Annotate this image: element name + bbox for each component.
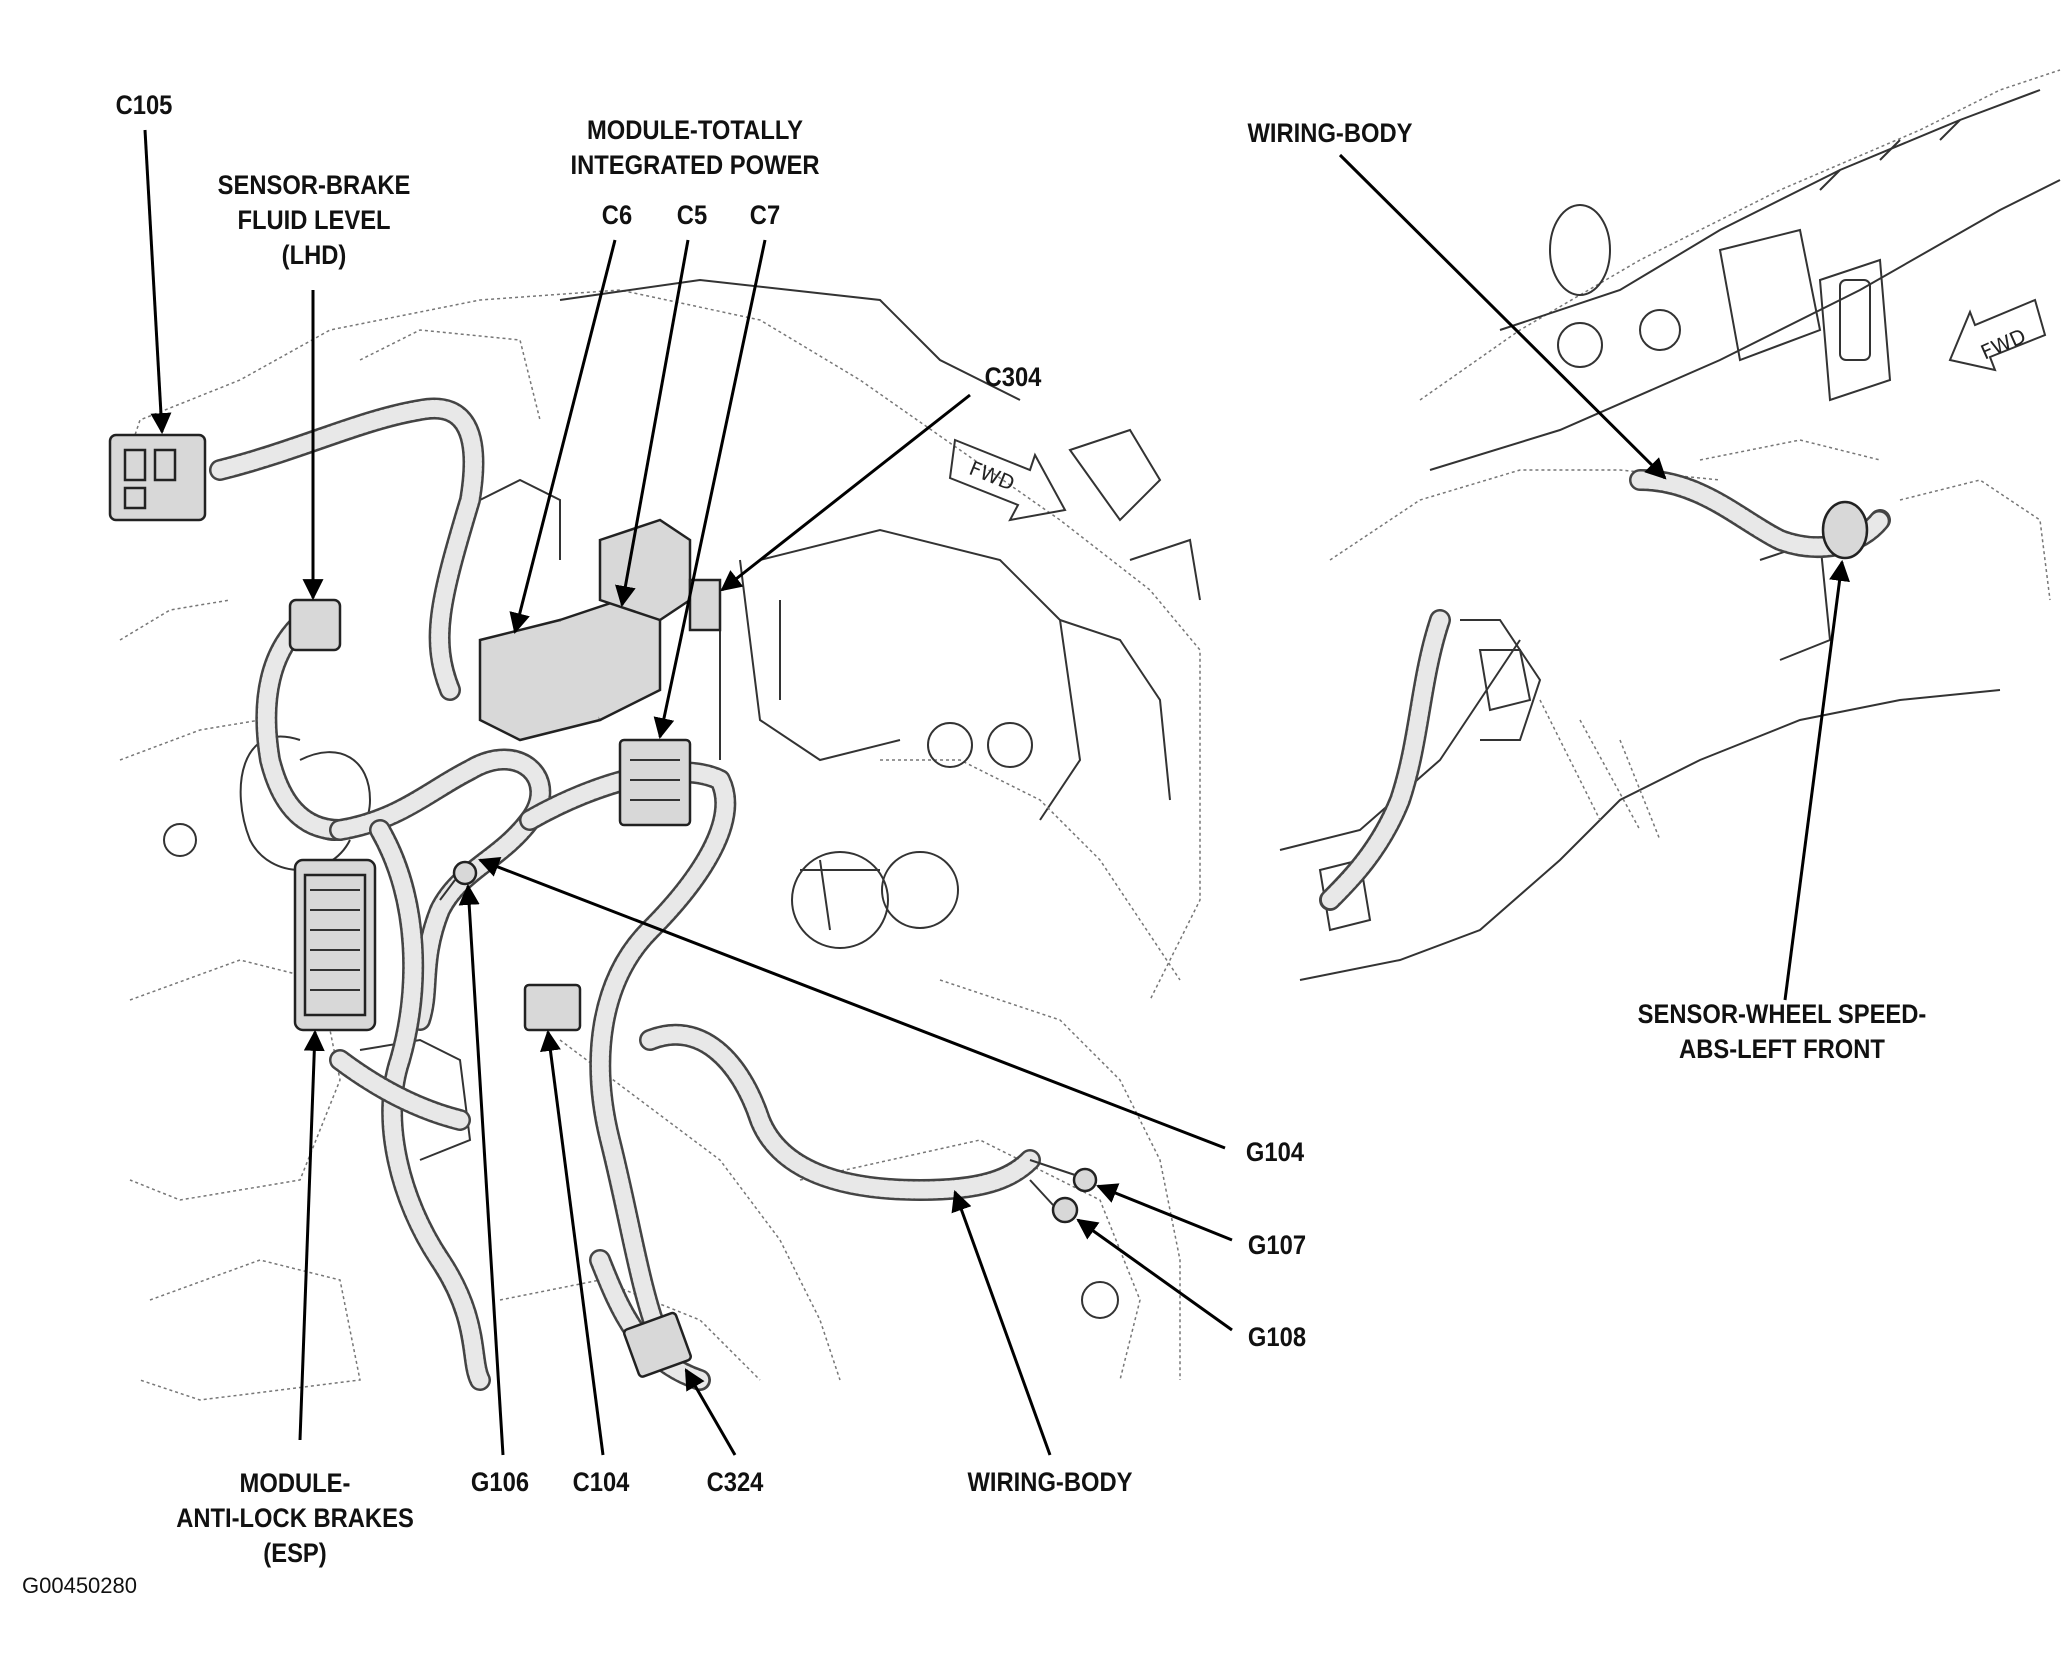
label-brake-fluid-level-sensor: SENSOR-BRAKE FLUID LEVEL (LHD) bbox=[217, 170, 411, 270]
left-harness bbox=[209, 397, 1041, 1391]
leader-c104 bbox=[540, 1029, 605, 1456]
g108-ground-eyelet bbox=[1029, 1179, 1079, 1224]
label-c5: C5 bbox=[676, 200, 708, 230]
c304-connector bbox=[688, 578, 722, 632]
c7-connector bbox=[618, 738, 692, 827]
leader-g108 bbox=[1076, 1218, 1233, 1332]
label-c104: C104 bbox=[572, 1467, 630, 1497]
leader-c5 bbox=[615, 239, 690, 608]
c324-connector bbox=[622, 1311, 692, 1378]
label-wiring-body-bottom: WIRING-BODY bbox=[967, 1467, 1133, 1497]
label-c105: C105 bbox=[115, 90, 173, 120]
label-c324: C324 bbox=[706, 1467, 764, 1497]
label-c7: C7 bbox=[749, 200, 781, 230]
leader-c324 bbox=[684, 1368, 737, 1456]
label-anti-lock-brakes-module: MODULE- ANTI-LOCK BRAKES (ESP) bbox=[176, 1468, 414, 1568]
leader-c6 bbox=[509, 239, 617, 635]
leader-c105 bbox=[143, 129, 172, 435]
leader-g106 bbox=[458, 883, 505, 1456]
g107-ground-eyelet bbox=[1029, 1159, 1098, 1193]
c104-connector bbox=[523, 983, 582, 1032]
label-totally-integrated-power-module: MODULE-TOTALLY INTEGRATED POWER bbox=[570, 115, 820, 180]
label-g106: G106 bbox=[470, 1467, 530, 1497]
label-g107: G107 bbox=[1247, 1230, 1307, 1260]
right-body-structure: FWD bbox=[1279, 69, 2061, 981]
leader-abs-module bbox=[298, 1029, 325, 1441]
wheel-speed-sensor-connector bbox=[1821, 500, 1869, 560]
svg-text:FWD: FWD bbox=[1977, 324, 2029, 365]
label-g104: G104 bbox=[1245, 1137, 1305, 1167]
leader-wheel-speed-sensor bbox=[1783, 559, 1850, 1001]
tipm-block bbox=[478, 518, 722, 827]
leader-lines bbox=[143, 129, 1850, 1456]
fwd-arrow-left: FWD bbox=[948, 438, 1067, 522]
label-g108: G108 bbox=[1247, 1322, 1307, 1352]
label-wiring-body-top: WIRING-BODY bbox=[1247, 118, 1413, 148]
leader-g104 bbox=[478, 857, 1226, 1150]
leader-g107 bbox=[1096, 1183, 1233, 1242]
brake-fluid-sensor-connector bbox=[288, 598, 342, 652]
fwd-arrow-right: FWD bbox=[1948, 298, 2047, 372]
left-components: FWD bbox=[108, 433, 1098, 1378]
label-c304: C304 bbox=[984, 362, 1042, 392]
label-wheel-speed-sensor: SENSOR-WHEEL SPEED- ABS-LEFT FRONT bbox=[1637, 999, 1927, 1064]
leader-c7 bbox=[653, 239, 767, 740]
label-c6: C6 bbox=[601, 200, 633, 230]
leader-wiring-body-top bbox=[1338, 153, 1667, 480]
leader-c304 bbox=[720, 393, 971, 592]
figure-code: G00450280 bbox=[22, 1573, 137, 1598]
leader-wiring-body-bottom bbox=[951, 1190, 1052, 1456]
